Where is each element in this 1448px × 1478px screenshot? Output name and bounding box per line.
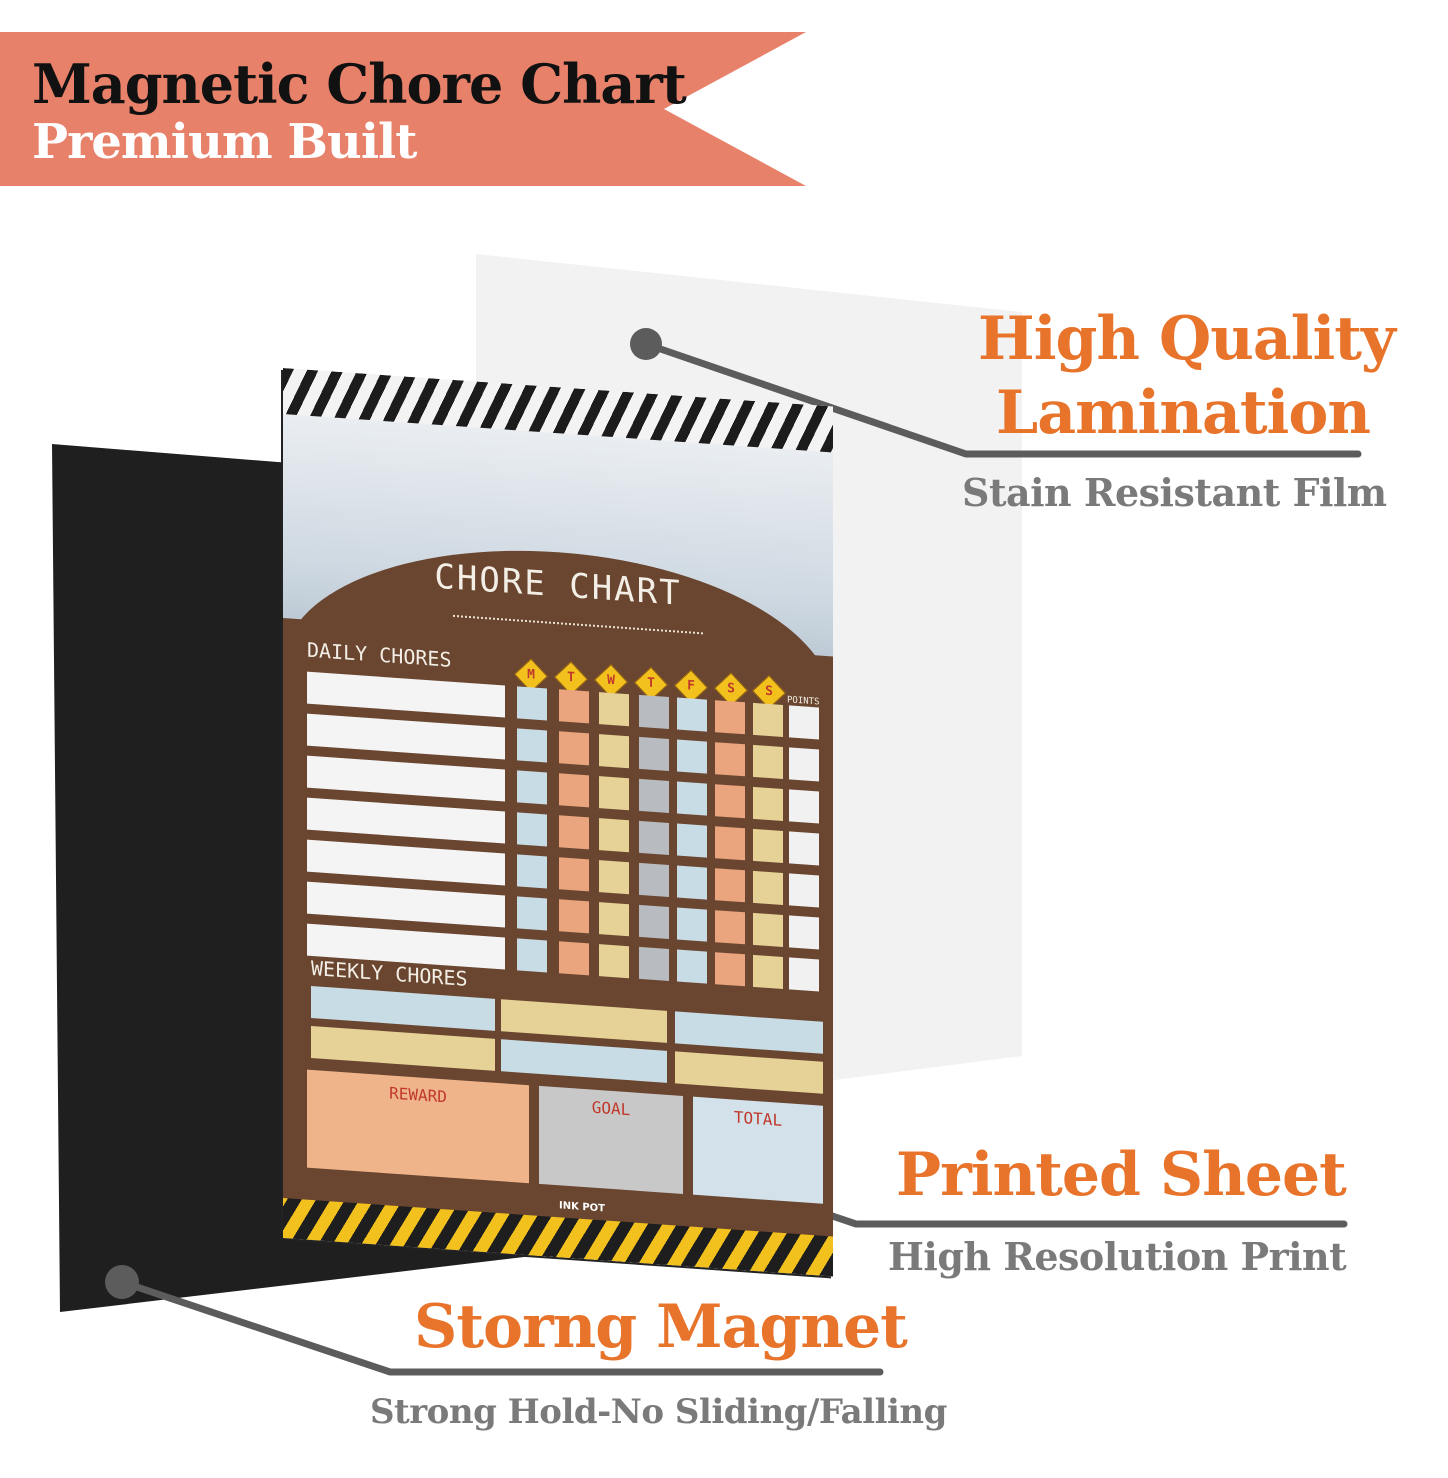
points-cell [789,789,819,824]
points-cell [789,957,819,992]
printed-sheet-subtitle: High Resolution Print [888,1234,1347,1279]
points-cell [789,873,819,908]
day-cell [639,736,669,771]
goal-label: GOAL [591,1097,631,1120]
lamination-dot [630,328,662,360]
day-cell [599,776,629,811]
day-cell [599,860,629,895]
day-cell [639,820,669,855]
day-cell [639,904,669,939]
day-cell [639,946,669,981]
lamination-subtitle: Stain Resistant Film [962,470,1387,515]
points-cell [789,831,819,866]
day-cell [753,702,783,737]
points-cell [789,705,819,740]
day-cell [715,910,745,945]
day-cell [517,938,547,973]
magnet-title: Storng Magnet [414,1292,908,1362]
day-cell [715,700,745,735]
title-banner [0,32,806,186]
day-cell [599,734,629,769]
day-cell [753,786,783,821]
day-cell [559,689,589,724]
day-header-label: S [765,683,773,700]
day-cell [517,770,547,805]
magnet-subtitle: Strong Hold-No Sliding/Falling [370,1392,947,1432]
points-cell [789,915,819,950]
day-cell [677,949,707,984]
reward-box: REWARD [307,1069,529,1184]
reward-label: REWARD [389,1083,447,1107]
day-cell [753,912,783,947]
day-cell [639,778,669,813]
day-header-label: W [607,672,615,689]
banner-subtitle: Premium Built [32,114,417,170]
lamination-title-line2: Lamination [996,378,1371,448]
day-cell [559,857,589,892]
magnet-dot [105,1265,139,1299]
day-cell [677,907,707,942]
day-cell [753,828,783,863]
day-header-label: M [527,667,535,683]
day-cell [517,686,547,721]
day-cell [677,823,707,858]
day-cell [639,862,669,897]
day-cell [599,902,629,937]
day-cell [715,868,745,903]
day-cell [517,854,547,889]
total-box: TOTAL [693,1096,823,1204]
day-header-label: T [647,675,655,692]
day-header-label: S [727,681,735,697]
day-cell [559,899,589,934]
day-cell [677,739,707,774]
total-label: TOTAL [733,1107,783,1130]
banner-title: Magnetic Chore Chart [32,52,687,116]
day-cell [715,742,745,777]
day-cell [559,773,589,808]
day-cell [559,941,589,976]
day-cell [517,812,547,847]
day-cell [517,728,547,763]
day-cell [559,731,589,766]
day-cell [599,818,629,853]
lamination-leader-line [642,340,1362,458]
day-header-label: F [687,678,695,694]
day-cell [753,954,783,989]
day-cell [753,870,783,905]
lamination-title: High Quality [978,304,1396,374]
points-cell [789,747,819,782]
day-cell [677,697,707,732]
day-cell [639,694,669,729]
magnet-leader-line [118,1278,884,1376]
day-cell [599,692,629,727]
day-cell [677,865,707,900]
day-cell [559,815,589,850]
day-cell [753,744,783,779]
day-cell [677,781,707,816]
goal-box: GOAL [539,1085,683,1194]
printed-sheet-title: Printed Sheet [896,1140,1347,1210]
day-cell [517,896,547,931]
day-cell [599,944,629,979]
day-cell [715,826,745,861]
day-header-label: T [567,669,575,686]
day-cell [715,784,745,819]
day-cell [715,952,745,987]
